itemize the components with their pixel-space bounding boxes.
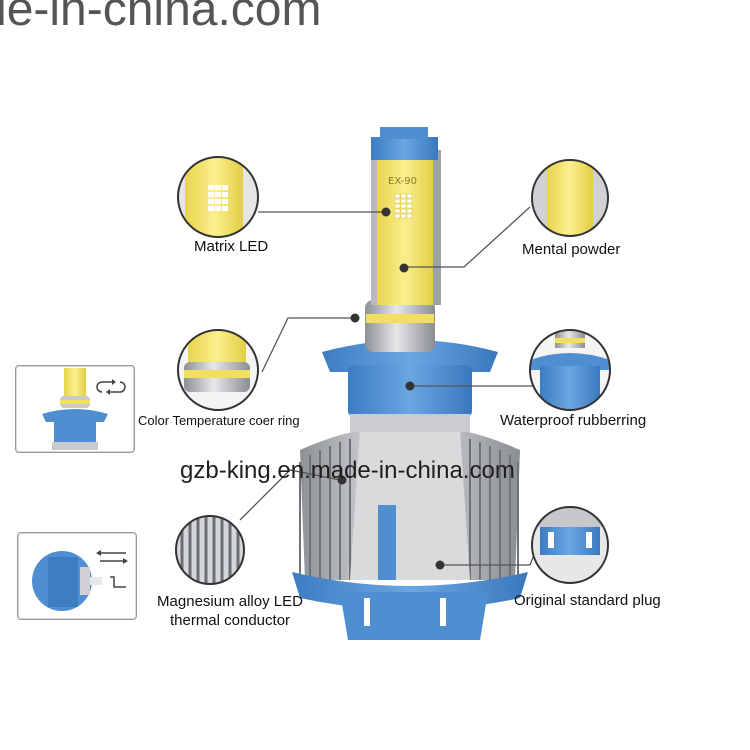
zoom-mental-powder	[531, 159, 609, 237]
label-matrix-led: Matrix LED	[194, 238, 269, 255]
label-original-plug: Original standard plug	[514, 592, 661, 609]
watermark-top: de-in-china.com	[0, 0, 322, 36]
heatsink-fins	[299, 425, 520, 580]
main-bulb: EX-90	[292, 127, 528, 640]
zoom-rubberring	[529, 329, 611, 411]
label-magnesium-line2: thermal conductor	[169, 612, 291, 629]
inset-plug	[17, 532, 137, 620]
zoom-matrix-led	[177, 156, 259, 238]
label-color-temperature-ring: Color Temperature coer ring	[138, 413, 300, 428]
watermark-middle: gzb-king.en.made-in-china.com	[180, 457, 515, 484]
inset-rotation	[15, 365, 135, 453]
label-mental-powder: Mental powder	[522, 241, 621, 258]
chip-marking: EX-90	[388, 176, 417, 187]
callout-lines	[239, 206, 549, 566]
label-magnesium-line1: Magnesium alloy LED	[157, 593, 303, 610]
callout-dots	[337, 207, 445, 570]
zoom-color-ring	[177, 329, 259, 411]
label-magnesium-alloy: Magnesium alloy LED thermal conductor	[140, 592, 320, 630]
label-waterproof-rubberring: Waterproof rubberring	[500, 412, 647, 429]
zoom-original-plug	[531, 506, 609, 584]
zoom-magnesium-fins	[175, 515, 245, 585]
